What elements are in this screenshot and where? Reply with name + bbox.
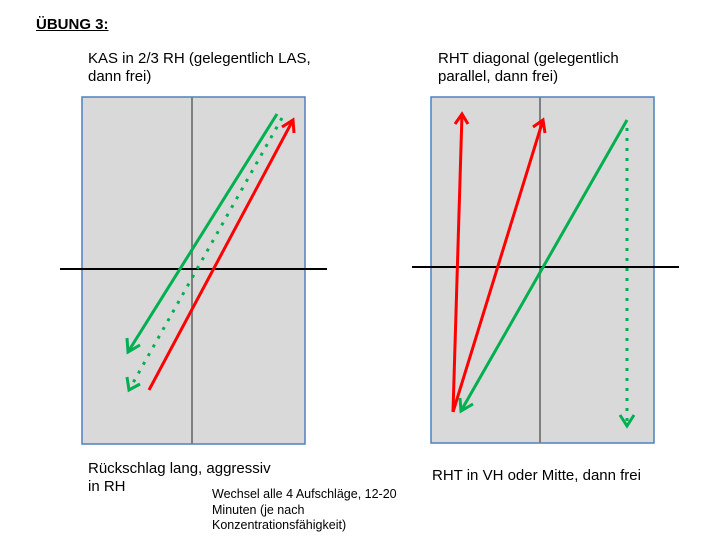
exercise-title: ÜBUNG 3: [36, 16, 109, 33]
right-court [412, 96, 679, 444]
left-red-arrowhead [281, 117, 296, 134]
right-green-dotted-arrowhead [618, 414, 636, 429]
right-green-shot [459, 119, 629, 412]
right-red-shot-2 [451, 119, 545, 413]
left-court-area [81, 96, 306, 445]
left-green-dotted-arrowhead [125, 376, 141, 393]
right-red-arrowhead-2 [532, 117, 547, 134]
right-green-arrowhead [458, 397, 474, 414]
left-red-shot [147, 119, 295, 391]
right-caption-bottom: RHT in VH oder Mitte, dann frei [432, 467, 641, 484]
left-green-arrowhead [125, 337, 141, 355]
right-red-shot-1 [451, 113, 464, 413]
left-court [60, 96, 327, 445]
rotation-note: Wechsel alle 4 Aufschläge, 12-20 Minuten… [212, 487, 397, 533]
right-caption-top: RHT diagonal (gelegentlich parallel, dan… [438, 50, 619, 85]
left-caption-top: KAS in 2/3 RH (gelegentlich LAS, dann fr… [88, 50, 311, 85]
left-caption-bottom: Rückschlag lang, aggressiv in RH [88, 460, 271, 495]
left-green-dotted-shot [127, 117, 284, 391]
left-green-shot [126, 113, 279, 353]
right-red-arrowhead-1 [453, 111, 470, 125]
